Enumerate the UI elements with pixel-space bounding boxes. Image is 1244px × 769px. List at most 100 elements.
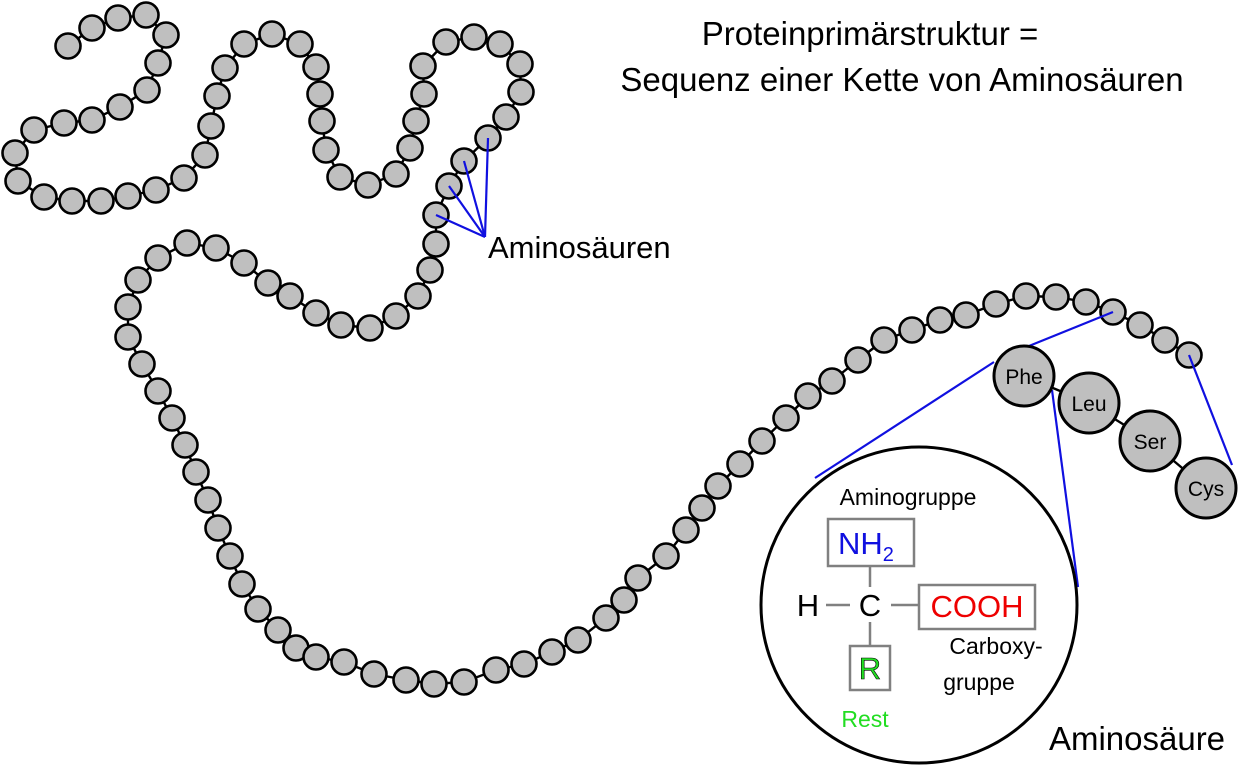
amino-acid-bead xyxy=(182,458,210,486)
title-line-1: Proteinprimärstruktur = xyxy=(702,15,1039,52)
amino-acid-bead xyxy=(982,290,1010,318)
amino-acid-bead xyxy=(202,234,230,262)
amino-acid-bead xyxy=(144,244,172,272)
rest-group-box xyxy=(848,644,892,692)
amino-acid-bead xyxy=(356,314,384,342)
amino-acid-bead xyxy=(404,282,432,310)
rest-label: Rest xyxy=(841,706,889,732)
amino-acid-bead xyxy=(704,472,732,500)
amino-group-formula: NH2 xyxy=(838,526,894,566)
amino-acid-bead xyxy=(114,293,142,321)
amino-acid-bead xyxy=(610,586,638,614)
amino-acid-bead xyxy=(382,160,410,188)
amino-acid-bead xyxy=(144,377,172,405)
amino-acid-bead xyxy=(1012,282,1040,310)
pointer-line xyxy=(448,185,486,238)
amino-acid-bead xyxy=(1072,288,1100,316)
amino-acid-bead xyxy=(410,80,438,108)
amino-acid-bead xyxy=(794,382,822,410)
carboxyl-group-box xyxy=(917,583,1037,631)
amino-acid-bead xyxy=(78,106,106,134)
pointer-line xyxy=(435,213,486,239)
amino-acid-bead xyxy=(87,187,115,215)
zoom-line xyxy=(1023,310,1114,350)
amino-acid-bead xyxy=(4,167,32,195)
amino-acid-bead xyxy=(672,516,700,544)
amino-acid-structure: Aminogruppe NH2 H C COOH R Rest Carboxy-… xyxy=(759,445,1079,765)
zoom-line xyxy=(1187,354,1234,466)
amino-acid-bead xyxy=(432,28,460,56)
amino-acid-bead xyxy=(20,116,48,144)
amino-acid-bead xyxy=(204,514,232,542)
amino-acid-bead xyxy=(592,604,620,632)
amino-acid-bead xyxy=(422,230,450,258)
amino-acid-bead xyxy=(264,616,292,644)
amino-acid-bead xyxy=(230,30,258,58)
amino-acid-bead xyxy=(772,404,800,432)
residue-ser xyxy=(1118,409,1182,473)
amino-acid-bead xyxy=(818,367,846,395)
amino-acid-bead xyxy=(54,32,82,60)
zoom-line xyxy=(1050,389,1080,588)
amino-acid-bead xyxy=(952,301,980,329)
zoom-lines xyxy=(814,310,1234,588)
residue-phe xyxy=(992,344,1056,408)
amino-acid-bead xyxy=(402,107,430,135)
amino-acid-bead xyxy=(726,450,754,478)
residue-cys xyxy=(1174,456,1238,520)
amino-acid-bead xyxy=(870,326,898,354)
amino-acid-bead xyxy=(50,109,78,137)
amino-acid-bead xyxy=(258,20,286,48)
amino-acid-bead xyxy=(142,176,170,204)
aminosaeure-label: Aminosäure xyxy=(1049,720,1225,757)
amino-acid-bead xyxy=(624,564,652,592)
pointer-line xyxy=(462,160,487,238)
amino-acid-bead xyxy=(392,666,420,694)
residue-label-leu: Leu xyxy=(1071,393,1106,416)
amino-acid-bead xyxy=(460,23,488,51)
amino-acid-bead xyxy=(326,163,354,191)
amino-acid-bead xyxy=(306,80,334,108)
amino-acid-bead xyxy=(302,643,330,671)
amino-acid-bead xyxy=(152,21,180,49)
amino-acid-bead xyxy=(302,53,330,81)
amino-acid-bead xyxy=(926,306,954,334)
amino-group-box xyxy=(826,517,916,568)
amino-acid-bead xyxy=(132,1,160,29)
residue-label-phe: Phe xyxy=(1005,366,1042,389)
amino-acid-bead xyxy=(216,542,244,570)
residue-label-cys: Cys xyxy=(1188,478,1224,501)
title-line-2: Sequenz einer Kette von Aminosäuren xyxy=(620,61,1183,98)
amino-acid-bead xyxy=(78,14,106,42)
amino-acid-bead xyxy=(104,4,132,32)
amino-acid-bead xyxy=(106,93,134,121)
amino-acid-bead xyxy=(1042,283,1070,311)
amino-acid-bead xyxy=(308,107,336,135)
amino-acid-bead xyxy=(194,486,222,514)
amino-acid-bead xyxy=(312,136,340,164)
amino-acid-bead xyxy=(330,648,358,676)
alpha-carbon: C xyxy=(859,588,881,623)
amino-acid-bead xyxy=(354,171,382,199)
carboxyl-group-formula: COOH xyxy=(931,589,1024,624)
amino-acid-bead xyxy=(144,49,172,77)
aminogruppe-label: Aminogruppe xyxy=(840,484,977,510)
aminosaeuren-pointers xyxy=(435,137,490,239)
amino-acid-bead xyxy=(507,78,535,106)
amino-acid-bead xyxy=(420,670,448,698)
residue-chain-zoom: Phe Leu Ser Cys xyxy=(992,344,1238,520)
aminosaeuren-label: Aminosäuren xyxy=(488,230,671,265)
amino-acid-bead xyxy=(197,112,225,140)
amino-acid-bead xyxy=(652,542,680,570)
amino-acid-bead xyxy=(482,656,510,684)
amino-acid-bead xyxy=(844,346,872,374)
amino-acid-bead xyxy=(416,256,444,284)
residue-label-ser: Ser xyxy=(1134,431,1167,454)
amino-acid-bead xyxy=(203,82,231,110)
amino-acid-bead xyxy=(688,494,716,522)
amino-acid-bead xyxy=(486,30,514,58)
amino-acid-bead xyxy=(211,54,239,82)
amino-acid-bead xyxy=(382,302,410,330)
